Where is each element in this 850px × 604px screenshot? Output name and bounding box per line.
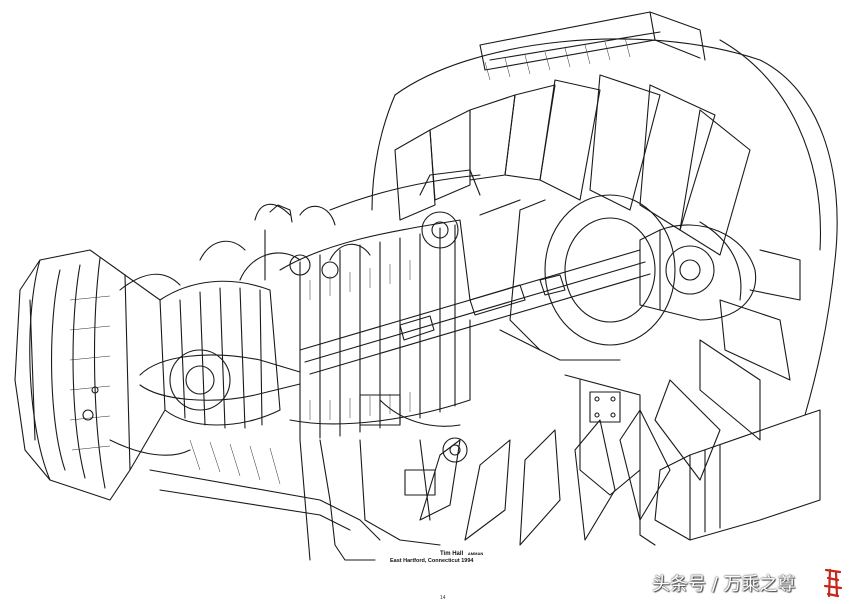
fan-hub-and-disk [479,194,676,496]
watermark-seal-icon [823,568,843,598]
accessory-plumbing [199,203,371,281]
compressor-section [279,169,481,441]
exhaust-tailcone [14,249,166,501]
page-number: 14 [440,595,446,601]
spinner-nose-cone [639,221,757,321]
fan-blades [394,74,801,546]
fan-case-nacelle [371,11,838,546]
source-watermark: 头条号 / 万乘之尊 [652,574,796,595]
lower-casing-and-lines [149,394,468,561]
main-shaft [299,249,651,375]
location-credit: East Hartford, Connecticut 1994 [390,558,474,564]
artist-tag: AMMAN [467,551,484,556]
artist-credit: Tim Hall AMMAN [440,551,483,557]
combustor-and-turbine [109,273,301,456]
artist-name: Tim Hall [440,551,464,557]
detail-hatching [69,37,631,485]
